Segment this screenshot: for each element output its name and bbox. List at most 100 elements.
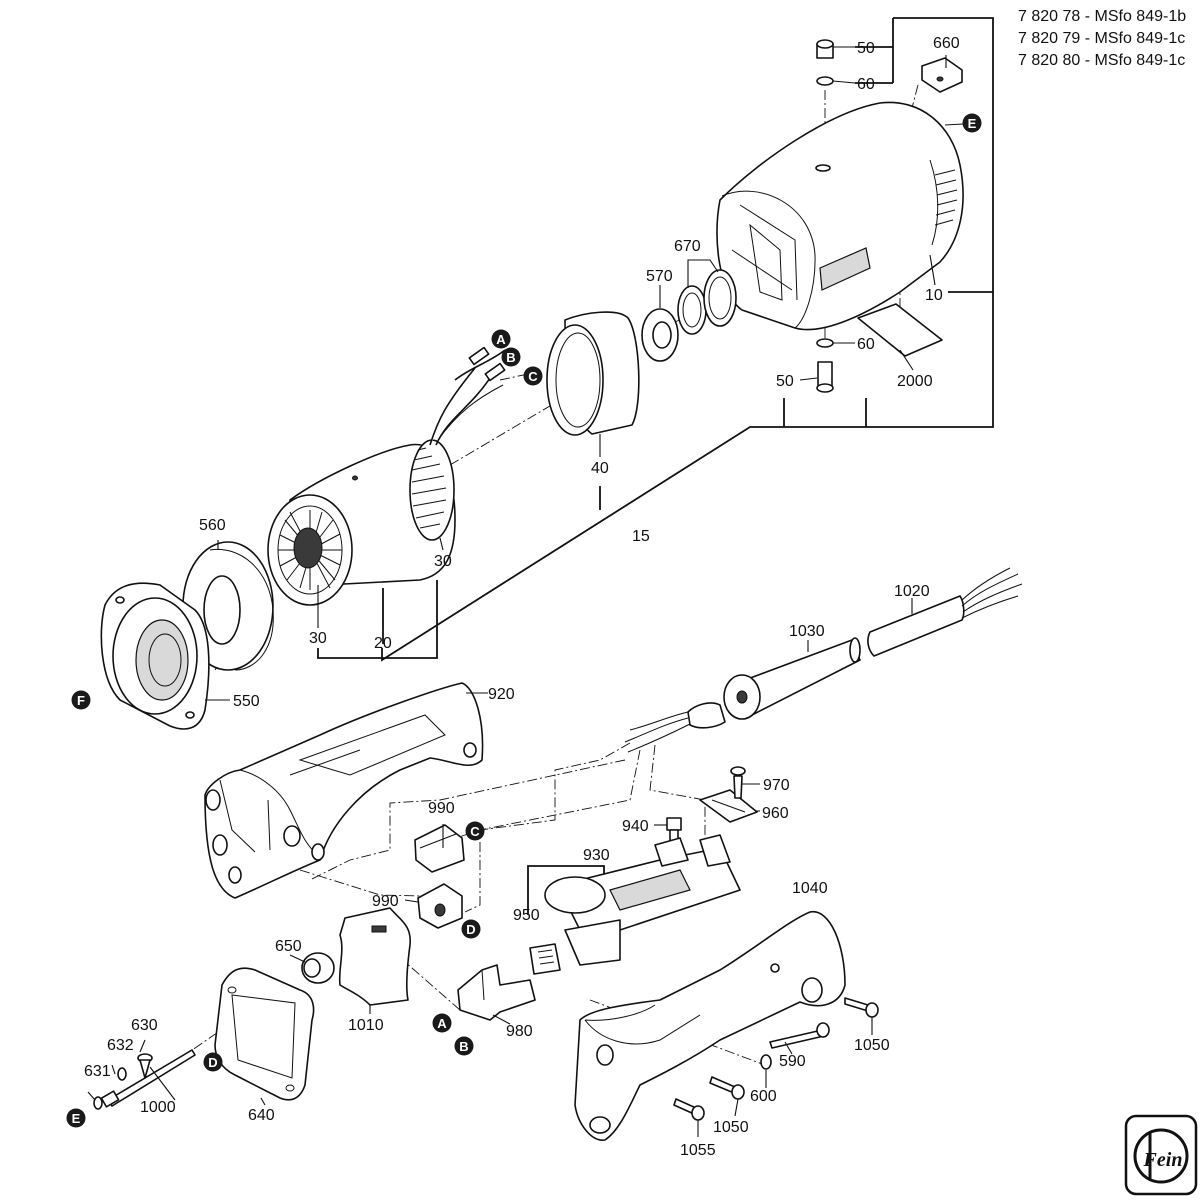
- label-650: 650: [275, 938, 302, 955]
- svg-text:D: D: [466, 922, 475, 937]
- label-590: 590: [779, 1053, 806, 1070]
- header: 7 820 78 - MSfo 849-1b 7 820 79 - MSfo 8…: [1018, 8, 1186, 69]
- svg-text:A: A: [437, 1016, 447, 1031]
- fan-cover-40: [546, 311, 640, 436]
- label-1030: 1030: [789, 623, 825, 640]
- screw-970: [730, 766, 746, 799]
- svg-text:C: C: [528, 369, 538, 384]
- screw-1055: [673, 1098, 705, 1121]
- svg-text:B: B: [459, 1039, 468, 1054]
- label-550: 550: [233, 693, 260, 710]
- marker-c-top: C: [523, 366, 543, 386]
- svg-text:F: F: [77, 693, 85, 708]
- label-630: 630: [131, 1017, 158, 1034]
- label-990-lower: 990: [372, 893, 399, 910]
- label-640: 640: [248, 1107, 275, 1124]
- marker-c-mid: C: [465, 821, 485, 841]
- svg-text:D: D: [208, 1055, 217, 1070]
- label-1010: 1010: [348, 1017, 384, 1034]
- screw-1050-lower: [709, 1076, 745, 1100]
- label-1050-lower: 1050: [713, 1119, 749, 1136]
- label-990-upper: 990: [428, 800, 455, 817]
- label-930: 930: [583, 847, 610, 864]
- washer-60-top: [816, 76, 834, 86]
- marker-f-left: F: [71, 690, 91, 710]
- label-632: 632: [107, 1037, 134, 1054]
- label-1000: 1000: [140, 1099, 176, 1116]
- label-950: 950: [513, 907, 540, 924]
- screw-590: [769, 1022, 830, 1049]
- marker-b-top: B: [501, 347, 521, 367]
- label-60-top: 60: [857, 76, 875, 93]
- grommet-1030: [723, 637, 861, 720]
- screw-1050-right: [844, 997, 879, 1018]
- label-30-right: 30: [434, 553, 452, 570]
- washer-631: [93, 1096, 103, 1110]
- marker-d-mid: D: [461, 919, 481, 939]
- label-1050-right: 1050: [854, 1037, 890, 1054]
- header-line-1: 7 820 78 - MSfo 849-1b: [1018, 8, 1186, 25]
- handle-housing-920: [204, 682, 484, 899]
- part-labels: 50 60 660 10 2000 60 50 670 570 40 15 56…: [84, 35, 960, 1159]
- label-980: 980: [506, 1023, 533, 1040]
- marker-e-top: E: [962, 113, 982, 133]
- connector-980: [457, 964, 536, 1021]
- marker-a-top: A: [491, 329, 511, 349]
- label-10: 10: [925, 287, 943, 304]
- screw-50-low: [816, 361, 834, 393]
- stator-assembly: [267, 439, 456, 606]
- washer-600: [760, 1054, 772, 1070]
- label-50-low: 50: [776, 373, 794, 390]
- label-670: 670: [674, 238, 701, 255]
- marker-d-low: D: [203, 1052, 223, 1072]
- label-40: 40: [591, 460, 609, 477]
- label-20: 20: [374, 635, 392, 652]
- label-2000: 2000: [897, 373, 933, 390]
- label-1040: 1040: [792, 880, 828, 897]
- ball-bearing-570: [641, 308, 679, 362]
- svg-text:E: E: [72, 1111, 81, 1126]
- marker-e-low: E: [66, 1108, 86, 1128]
- screw-630: [137, 1053, 153, 1079]
- cable-clamp-960: [699, 789, 758, 823]
- capacitor-950: [529, 943, 561, 975]
- label-60-low: 60: [857, 336, 875, 353]
- marker-a-low: A: [432, 1013, 452, 1033]
- header-line-2: 7 820 79 - MSfo 849-1c: [1018, 30, 1185, 47]
- svg-text:E: E: [968, 116, 977, 131]
- power-cable-1020: [624, 567, 1023, 753]
- rating-plate: [857, 303, 943, 357]
- label-1020: 1020: [894, 583, 930, 600]
- marker-b-low: B: [454, 1036, 474, 1056]
- label-560: 560: [199, 517, 226, 534]
- stator-wires: [429, 346, 506, 446]
- leader-lines: [87, 46, 964, 1137]
- grommet-650: [301, 952, 335, 984]
- connection-markers: A B C E F C D A B D E: [66, 113, 982, 1128]
- insulation-slot: [371, 925, 387, 933]
- label-15: 15: [632, 528, 650, 545]
- tie-rod-1000: [100, 1049, 196, 1108]
- label-970: 970: [763, 777, 790, 794]
- insulation-plate-1010: [338, 907, 411, 1006]
- label-30-left: 30: [309, 630, 327, 647]
- label-960: 960: [762, 805, 789, 822]
- svg-text:A: A: [496, 332, 506, 347]
- label-570: 570: [646, 268, 673, 285]
- motor-housing: [716, 101, 964, 331]
- spring-ring-670: [677, 269, 737, 335]
- nut-660: [921, 57, 963, 93]
- gasket-640: [214, 967, 315, 1101]
- switch-930: [544, 834, 741, 966]
- handle-cover-1040: [574, 911, 846, 1141]
- label-940: 940: [622, 818, 649, 835]
- terminal-990-upper: [414, 824, 465, 873]
- label-600: 600: [750, 1088, 777, 1105]
- logo-wordmark: Fein: [1143, 1149, 1183, 1171]
- screw-50-top: [816, 39, 834, 59]
- bearing-flange-550: [100, 582, 210, 730]
- terminal-990-lower: [417, 883, 463, 929]
- fein-logo: Fein: [1124, 1114, 1198, 1196]
- label-1055: 1055: [680, 1142, 716, 1159]
